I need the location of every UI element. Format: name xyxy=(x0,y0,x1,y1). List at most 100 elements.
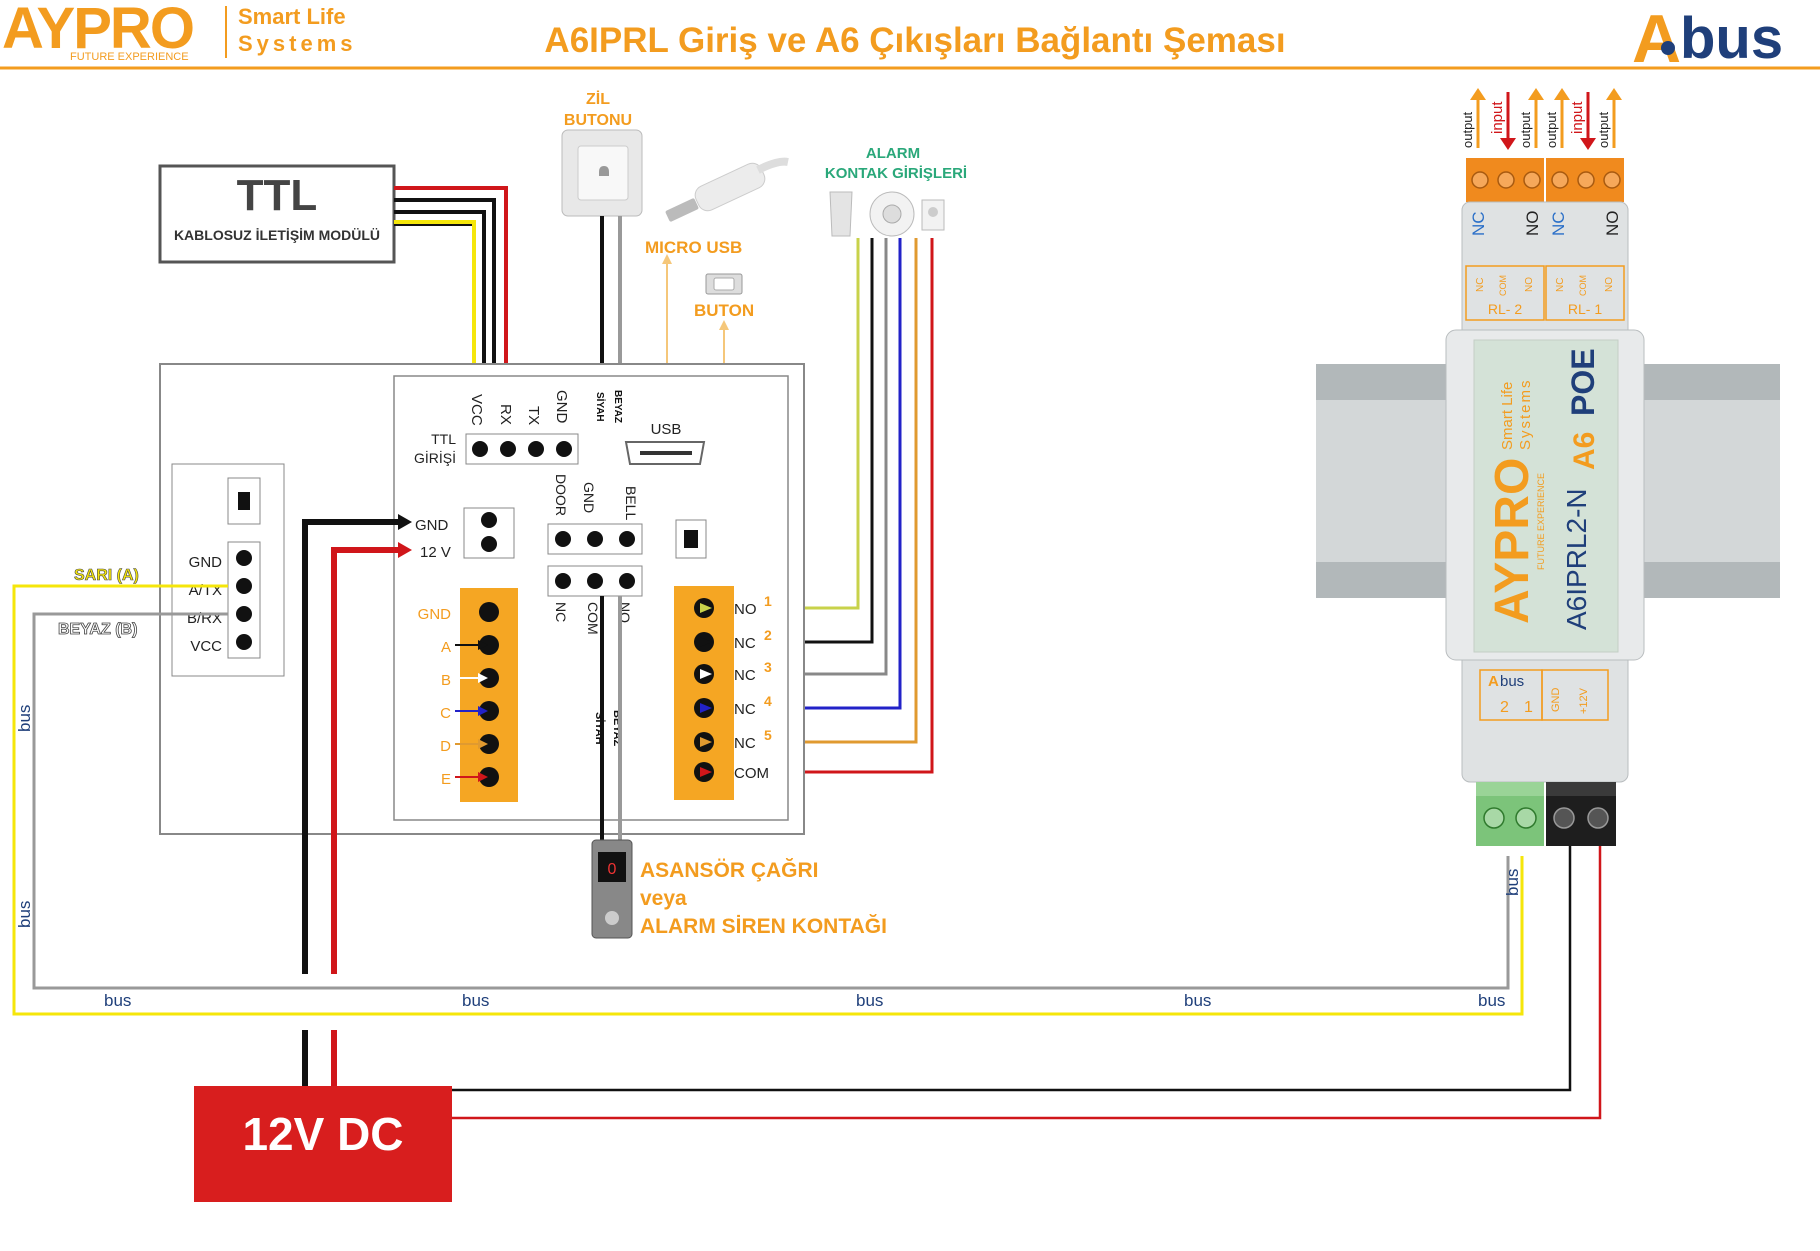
alarm-num-3: 3 xyxy=(764,659,772,675)
rs485-vcc-label: VCC xyxy=(190,638,222,655)
bus-label-4: bus xyxy=(1184,991,1211,1010)
power-input-header: GND 12 V xyxy=(415,507,515,561)
ttl-pin-vcc: VCC xyxy=(468,394,485,426)
buton-arrowhead xyxy=(719,320,729,330)
elevator-label-3: ALARM SİREN KONTAĞI xyxy=(640,914,887,938)
rl2-nc: NC xyxy=(1475,278,1486,292)
bus-label-2: bus xyxy=(462,991,489,1010)
gnd-pin-label: GND xyxy=(581,482,597,513)
io-arrows: output input output output input output xyxy=(1460,88,1622,150)
bus-label-5: bus xyxy=(1478,991,1505,1010)
rl1-com: COM xyxy=(1578,275,1588,296)
ttl-pin-gnd: GND xyxy=(553,390,570,424)
abus-logo: A bus xyxy=(1632,1,1783,77)
wiegand-a-label: A xyxy=(441,639,451,656)
bottom-gnd: GND xyxy=(1550,688,1562,713)
alarm-num-2: 2 xyxy=(764,627,772,643)
buton-switch-body xyxy=(684,530,698,548)
module-systems: Systems xyxy=(1517,378,1534,450)
alarm-pin-nc3: NC xyxy=(734,701,756,718)
alarm-sensor-icons xyxy=(829,191,945,237)
bell-label-1: ZİL xyxy=(586,90,610,108)
io-label-5: input xyxy=(1569,101,1586,134)
svg-text:A: A xyxy=(1632,1,1681,77)
relay-nc-label: NC xyxy=(553,602,569,622)
usb-port-label: USB xyxy=(651,421,682,438)
rl2-no: NO xyxy=(1524,277,1535,292)
ttl-module-subtitle: KABLOSUZ İLETİŞİM MODÜLÜ xyxy=(174,227,380,243)
alarm-num-5: 5 xyxy=(764,727,772,743)
io-label-1: output xyxy=(1460,111,1475,148)
ttl-module-title: TTL xyxy=(237,171,318,220)
buton-switch xyxy=(675,519,707,559)
bus-markers: bus bus bus bus bus bus bus bus xyxy=(15,705,1522,1010)
bottom-12v: +12V xyxy=(1578,687,1590,714)
alarm-pin-com: COM xyxy=(734,765,769,782)
push-button-icon xyxy=(705,273,743,295)
elevator-label-1: ASANSÖR ÇAĞRI xyxy=(640,858,819,882)
elevator-call-device: 0 xyxy=(591,839,633,939)
alarm-terminal: NO NC NC NC NC COM 1 2 3 4 5 xyxy=(674,586,772,800)
wiegand-e-label: E xyxy=(441,771,451,788)
micro-usb-cable-icon xyxy=(665,157,789,222)
smart-life-text: Smart Life xyxy=(238,4,346,29)
relay-wire-siyah-label: SİYAH xyxy=(593,712,606,745)
power-gnd-label: GND xyxy=(415,517,449,534)
micro-usb-label: MICRO USB xyxy=(645,238,742,257)
wiegand-c-label: C xyxy=(440,705,451,722)
beyaz-b-label: BEYAZ (B) xyxy=(58,621,137,638)
ttl-input-label-2: GİRİŞİ xyxy=(414,449,456,466)
alarm-pin-nc2: NC xyxy=(734,667,756,684)
elevator-label-2: veya xyxy=(640,887,687,910)
bus-label-1: bus xyxy=(104,991,131,1010)
alarm-label-1: ALARM xyxy=(866,145,920,162)
bus-label-v3: bus xyxy=(1503,869,1522,896)
ttl-input-header: VCC RX TX GND TTL GİRİŞİ xyxy=(414,390,579,466)
rl1-name: RL- 1 xyxy=(1568,301,1602,317)
door-pin-label: DOOR xyxy=(553,474,569,516)
power-wires-module xyxy=(452,846,1602,1120)
aypro-logo: AYPRO xyxy=(2,0,193,61)
usb-port: USB xyxy=(624,421,706,465)
bell-wire-siyah-label-top: SİYAH xyxy=(594,392,607,422)
header: AYPRO FUTURE EXPERIENCE Smart Life Syste… xyxy=(0,0,1820,77)
relay-wires xyxy=(600,596,622,842)
wiegand-terminal: GND A B C D E xyxy=(418,588,518,802)
module-poe: POE xyxy=(1565,348,1601,416)
bus-label-v1: bus xyxy=(15,705,34,732)
power-supply: 12V DC xyxy=(194,1086,452,1202)
bus-label-3: bus xyxy=(856,991,883,1010)
relay-header: NC COM NO xyxy=(547,565,643,635)
alarm-num-4: 4 xyxy=(764,693,772,709)
power-wires-board xyxy=(302,519,404,1086)
ttl-input-label-1: TTL xyxy=(431,431,456,447)
alarm-label-2: KONTAK GİRİŞLERİ xyxy=(825,165,967,182)
buton-label: BUTON xyxy=(694,301,754,320)
alarm-num-1: 1 xyxy=(764,593,772,609)
relay-com-label: COM xyxy=(585,602,601,635)
bottom-abus-bus: bus xyxy=(1500,673,1524,690)
module-smart-life: Smart Life xyxy=(1499,382,1516,450)
bell-wire-beyaz-label-top: BEYAZ xyxy=(612,390,623,423)
wiegand-d-label: D xyxy=(440,738,451,755)
ttl-yellow-wire xyxy=(394,220,476,368)
rs485-gnd-label: GND xyxy=(189,554,223,571)
svg-text:bus: bus xyxy=(1680,6,1783,71)
alarm-pin-nc4: NC xyxy=(734,735,756,752)
relay-label-box: NC COM NO NC COM NO RL- 2 RL- 1 xyxy=(1465,265,1625,321)
ttl-wires xyxy=(394,186,508,368)
module-brand-tagline: FUTURE EXPERIENCE xyxy=(1536,473,1546,570)
ttl-pin-tx: TX xyxy=(525,406,542,425)
bottom-num-1: 1 xyxy=(1524,699,1533,716)
bottom-abus-a: A xyxy=(1488,673,1499,690)
rl2-name: RL- 2 xyxy=(1488,301,1522,317)
module-bottom-label: A bus 2 1 GND +12V xyxy=(1479,669,1609,721)
power-12v-label: 12 V xyxy=(420,544,451,561)
ttl-module: TTL KABLOSUZ İLETİŞİM MODÜLÜ xyxy=(158,164,396,264)
bottom-num-2: 2 xyxy=(1500,699,1509,716)
term-nc-2: NC xyxy=(1549,211,1568,236)
module-model: A6IPRL2-N xyxy=(1561,488,1592,630)
io-label-4: output xyxy=(1544,111,1559,148)
rl1-no: NO xyxy=(1604,277,1615,292)
